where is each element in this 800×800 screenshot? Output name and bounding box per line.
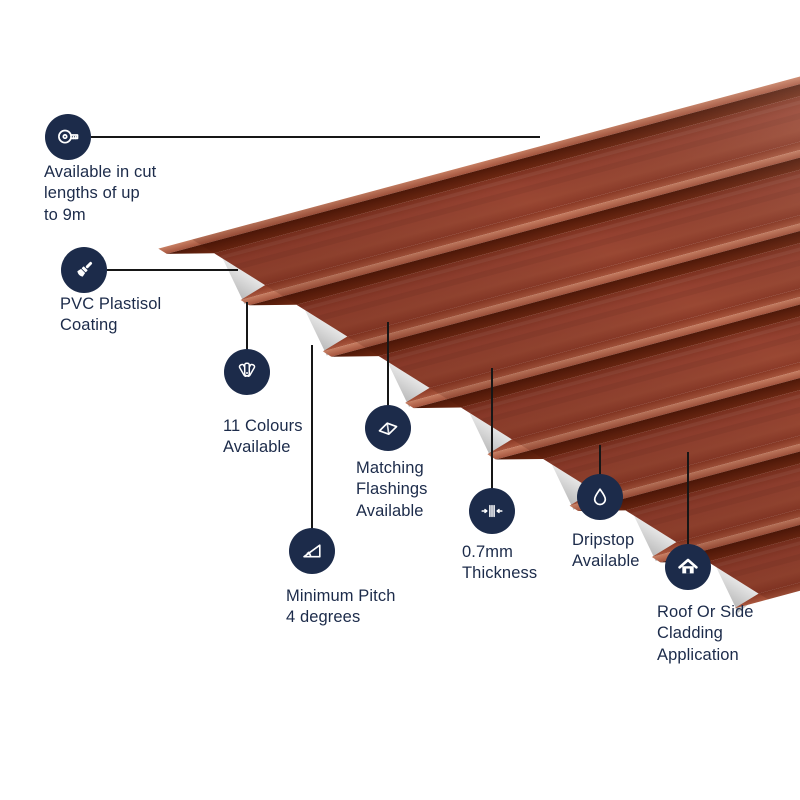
callout-label-colours: 11 Colours Available xyxy=(223,417,303,457)
callout-line-cut-lengths xyxy=(91,136,540,138)
thickness-gauge-icon xyxy=(469,488,515,534)
callout-label-dripstop: Dripstop Available xyxy=(572,531,640,571)
callout-line-flashings xyxy=(387,322,389,406)
callout-label-cladding: Roof Or Side Cladding Application xyxy=(657,603,754,664)
callout-label-cut-lengths: Available in cut lengths of up to 9m xyxy=(44,163,157,224)
callout-label-pitch: Minimum Pitch 4 degrees xyxy=(286,587,396,627)
house-icon xyxy=(665,544,711,590)
paint-brush-icon xyxy=(61,247,107,293)
callout-line-coating xyxy=(107,269,238,271)
callout-line-colours xyxy=(246,302,248,350)
tape-measure-icon xyxy=(45,114,91,160)
callout-label-flashings: Matching Flashings Available xyxy=(356,459,428,520)
callout-line-pitch xyxy=(311,345,313,529)
flashing-sheet-icon xyxy=(365,405,411,451)
colour-fan-icon xyxy=(224,349,270,395)
callout-line-dripstop xyxy=(599,445,601,475)
callout-line-cladding xyxy=(687,452,689,545)
callout-line-thickness xyxy=(491,368,493,489)
pitch-angle-icon xyxy=(289,528,335,574)
callout-label-coating: PVC Plastisol Coating xyxy=(60,295,162,335)
callout-label-thickness: 0.7mm Thickness xyxy=(462,543,538,583)
water-droplet-icon xyxy=(577,474,623,520)
